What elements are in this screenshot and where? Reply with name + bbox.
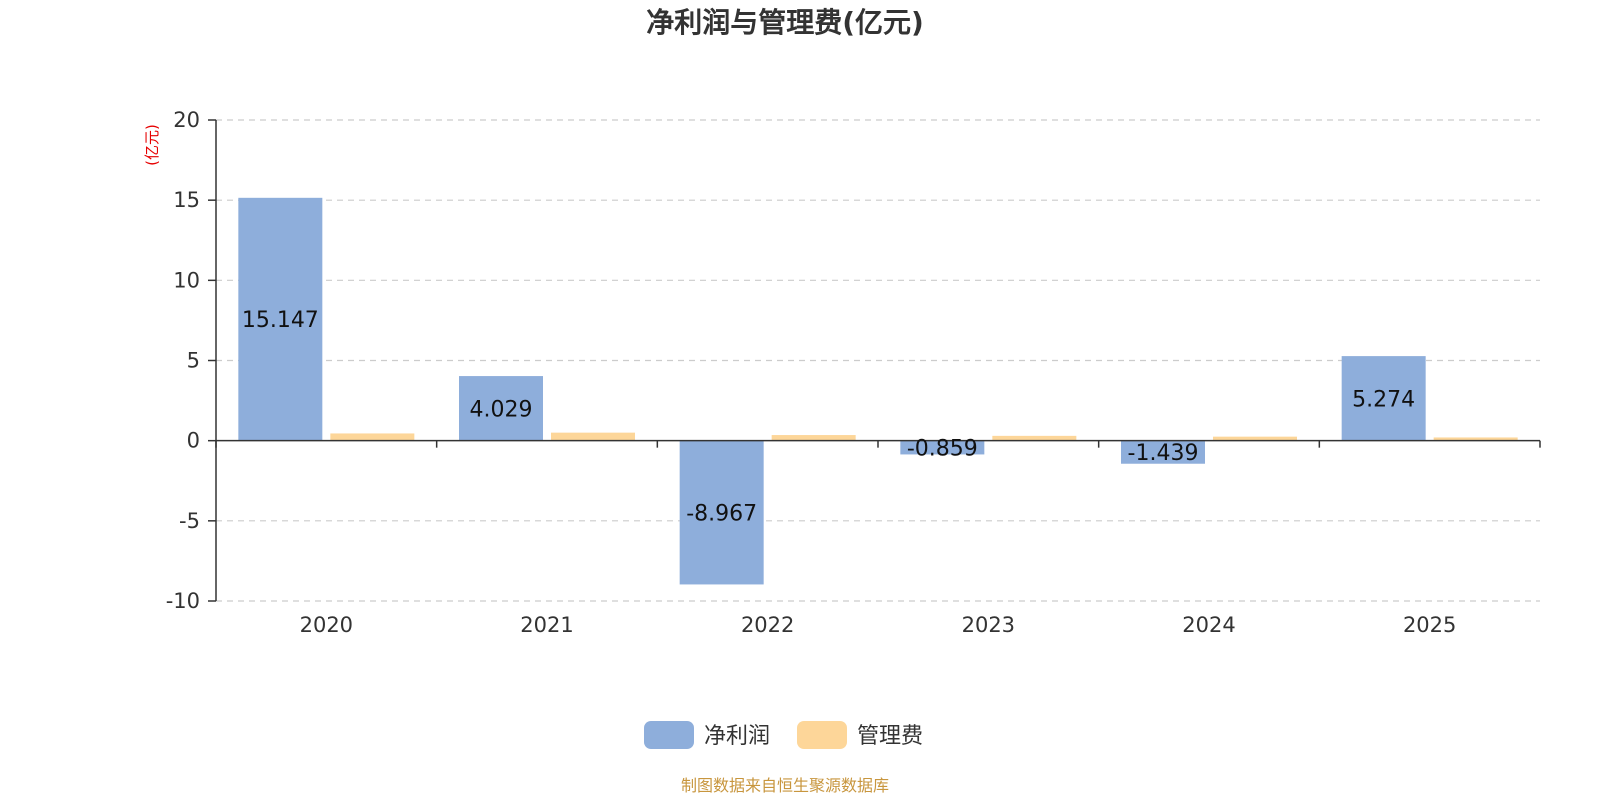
x-tick-label: 2022	[741, 613, 794, 637]
y-tick-label: 20	[173, 108, 200, 132]
y-tick-label: 0	[187, 429, 200, 453]
bar-管理费-2024	[1213, 436, 1297, 441]
x-tick-label: 2021	[520, 613, 573, 637]
grid-lines	[216, 119, 1540, 602]
y-tick-label: 10	[173, 268, 200, 292]
chart-title: 净利润与管理费(亿元)	[646, 6, 924, 39]
bar-净利润-2024	[1121, 440, 1205, 464]
x-tick-label: 2025	[1403, 613, 1456, 637]
legend-label-净利润: 净利润	[704, 724, 770, 749]
bar-净利润-2025	[1341, 356, 1426, 441]
y-tick-label: 5	[187, 349, 200, 373]
x-tick-label: 2024	[1182, 613, 1235, 637]
bar-管理费-2023	[992, 435, 1077, 441]
legend-swatch-管理费	[797, 721, 847, 749]
data-label-2024: -1.439	[1128, 441, 1199, 466]
y-tick-label: -5	[179, 509, 200, 533]
legend-label-管理费: 管理费	[857, 724, 923, 749]
data-labels: 15.147 4.029 -8.967 -0.859 -1.439 5.274	[242, 308, 1415, 526]
source-note: 制图数据来自恒生聚源数据库	[681, 776, 889, 795]
bar-净利润-2022	[679, 440, 764, 585]
bar-净利润-2023	[900, 440, 985, 455]
x-tick-label: 2020	[300, 613, 353, 637]
bar-管理费-2025	[1433, 437, 1518, 441]
data-label-2023: -0.859	[907, 437, 978, 462]
y-tick-label: -10	[166, 589, 200, 613]
legend: 净利润 管理费	[644, 721, 923, 749]
x-tick-label: 2023	[962, 613, 1015, 637]
bar-净利润-2021	[459, 376, 543, 441]
y-tick-label: 15	[173, 188, 200, 212]
data-label-2020: 15.147	[242, 308, 319, 333]
bar-管理费-2021	[551, 432, 635, 441]
y-axis-unit-label: (亿元)	[143, 124, 161, 166]
data-label-2025: 5.274	[1352, 387, 1415, 412]
bars	[238, 197, 1518, 585]
data-label-2022: -8.967	[686, 502, 757, 527]
bar-净利润-2020	[238, 197, 323, 441]
bar-管理费-2022	[771, 435, 856, 441]
bar-管理费-2020	[330, 433, 415, 441]
data-label-2021: 4.029	[470, 397, 533, 422]
legend-swatch-净利润	[644, 721, 694, 749]
